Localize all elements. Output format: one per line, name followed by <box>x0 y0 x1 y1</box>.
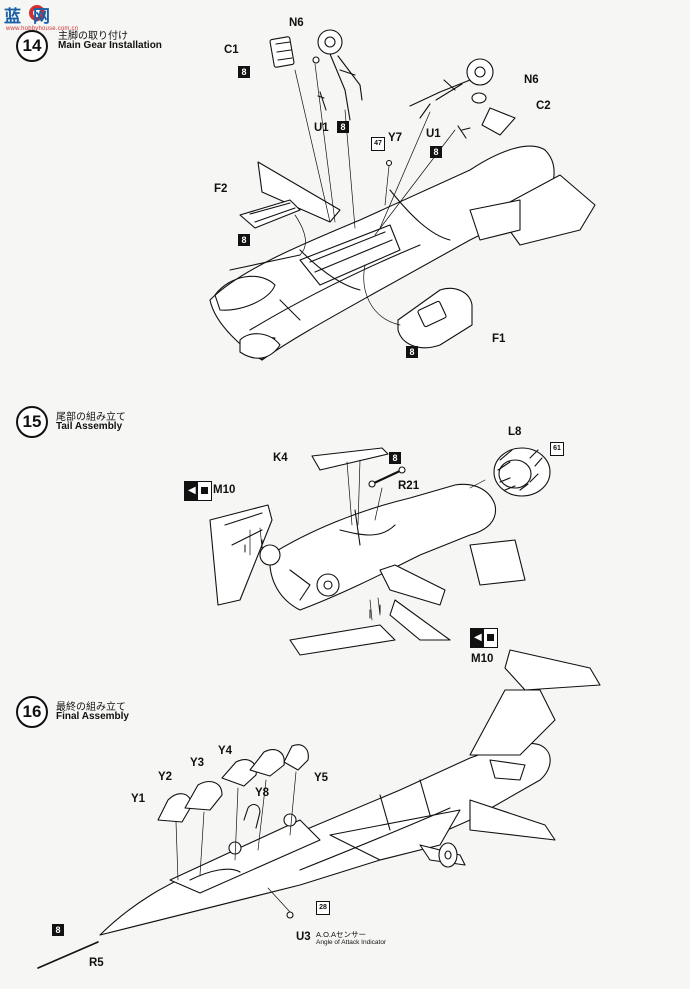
aoa-sensor-en: Angle of Attack Indicator <box>316 939 387 946</box>
paint-number-u3: 28 <box>316 901 330 915</box>
part-label-f2: F2 <box>214 183 228 195</box>
part-label-k4: K4 <box>273 452 288 464</box>
step-15-title-en: Tail Assembly <box>56 421 123 432</box>
watermark-text: 蓝网 <box>4 7 62 26</box>
part-label-u1-left: U1 <box>314 122 329 134</box>
part-label-c1: C1 <box>224 44 239 56</box>
step-16-title-jp: 最終の組み立て <box>56 702 126 713</box>
part-label-u1-right: U1 <box>426 128 441 140</box>
part-label-y7: Y7 <box>388 132 403 144</box>
aoa-sensor-jp: A.O.Aセンサー <box>316 930 367 939</box>
part-label-f1: F1 <box>492 333 506 345</box>
part-label-y1: Y1 <box>131 793 146 805</box>
step-15-title-jp: 尾部の組み立て <box>56 412 126 423</box>
step-16-title-en: Final Assembly <box>56 711 129 722</box>
paint-number-y7: 47 <box>371 137 385 151</box>
paint-badge-f2: 8 <box>238 234 250 246</box>
part-label-c2: C2 <box>536 100 551 112</box>
part-label-m10-bottom: M10 <box>471 653 494 665</box>
part-label-m10-top: M10 <box>213 484 236 496</box>
paint-number-l8: 61 <box>550 442 564 456</box>
part-label-l8: L8 <box>508 426 522 438</box>
part-label-n6-right: N6 <box>524 74 539 86</box>
step15-tail <box>209 447 551 656</box>
part-label-r5: R5 <box>89 957 104 969</box>
paint-badge-f1: 8 <box>406 346 418 358</box>
part-label-y2: Y2 <box>158 771 173 783</box>
part-label-y8: Y8 <box>255 787 270 799</box>
reference-arrow-icon: ◀ <box>184 481 212 501</box>
paint-badge-c1: 8 <box>238 66 250 78</box>
step-14-number: 14 <box>16 30 48 62</box>
part-label-u3: U3 <box>296 931 311 943</box>
watermark-logo: www.hobbyhouse.com.cn <box>2 2 82 38</box>
paint-badge-r5: 8 <box>52 924 64 936</box>
part-label-y5: Y5 <box>314 772 329 784</box>
step-14-title-en: Main Gear Installation <box>58 40 162 51</box>
paint-badge-u1-right: 8 <box>430 146 442 158</box>
step-14-title-jp: 主脚の取り付け <box>58 31 128 42</box>
reference-arrow-icon: ◀ <box>470 628 498 648</box>
step-15-number: 15 <box>16 406 48 438</box>
part-label-n6-left: N6 <box>289 17 304 29</box>
step16-aircraft <box>37 649 601 969</box>
part-label-r21: R21 <box>398 480 420 492</box>
part-label-y4: Y4 <box>218 745 233 757</box>
step14-fuselage <box>209 29 596 361</box>
step-16-number: 16 <box>16 696 48 728</box>
part-label-y3: Y3 <box>190 757 205 769</box>
paint-badge-u1-left: 8 <box>337 121 349 133</box>
watermark-url: www.hobbyhouse.com.cn <box>6 26 79 32</box>
paint-badge-r21: 8 <box>389 452 401 464</box>
